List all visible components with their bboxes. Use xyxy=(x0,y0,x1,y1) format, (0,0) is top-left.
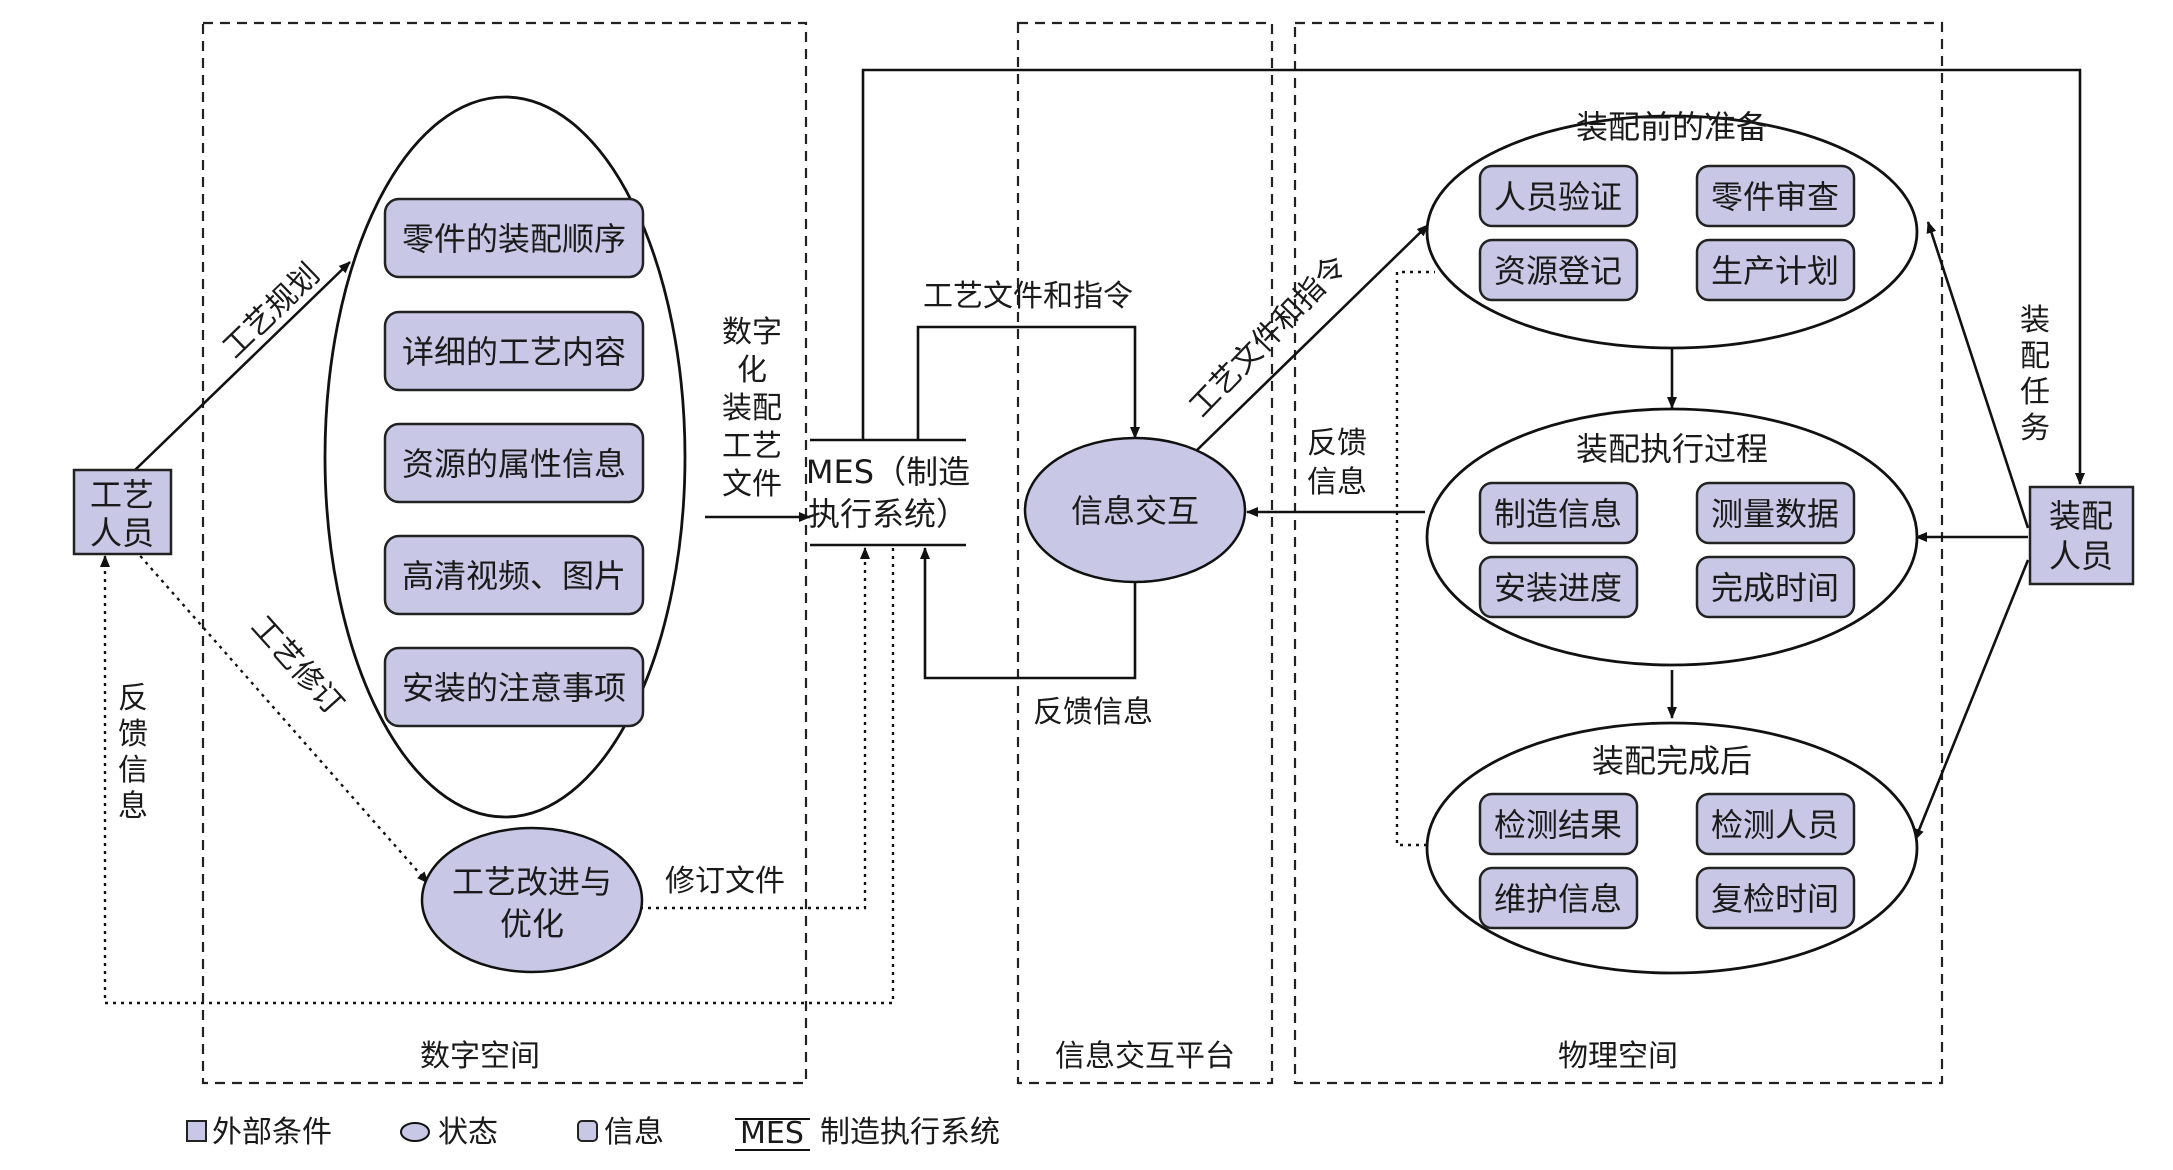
svg-text:馈: 馈 xyxy=(118,717,148,752)
svg-text:数字: 数字 xyxy=(722,315,782,350)
assembly-staff-line-1: 装配 xyxy=(2049,497,2113,535)
digital-space-label: 数字空间 xyxy=(420,1039,540,1074)
process-revision-label: 工艺修订 xyxy=(244,609,350,722)
svg-text:安装进度: 安装进度 xyxy=(1494,569,1622,607)
svg-text:维护信息: 维护信息 xyxy=(1494,880,1622,918)
physical-space-label: 物理空间 xyxy=(1558,1039,1678,1074)
digital-doc-label: 数字 化 装配 工艺 文件 xyxy=(722,315,782,502)
svg-text:安装的注意事项: 安装的注意事项 xyxy=(402,669,626,707)
legend-state-swatch xyxy=(400,1122,430,1142)
legend-info-label: 信息 xyxy=(604,1115,664,1150)
legend-mes-abbr: MES xyxy=(740,1116,804,1151)
feedback-left-label: 反 馈 信 息 xyxy=(118,681,148,824)
staff-to-post-arrow xyxy=(1913,559,2030,841)
legend-external-swatch xyxy=(186,1120,207,1142)
svg-text:配: 配 xyxy=(2020,339,2050,374)
info-interaction-node: 信息交互 xyxy=(1023,436,1247,584)
stage-post-assembly: 装配完成后 检测结果 检测人员 维护信息 复检时间 xyxy=(1425,721,1919,975)
feedback-to-staff-arrow xyxy=(100,548,895,1005)
process-staff-node: 工艺 人员 xyxy=(72,468,173,556)
svg-text:检测人员: 检测人员 xyxy=(1711,806,1839,844)
svg-text:务: 务 xyxy=(2020,411,2050,446)
revision-doc-label: 修订文件 xyxy=(665,864,785,899)
feedback-to-mes-arrow xyxy=(920,547,1137,680)
mes-node: MES（制造 执行系统） xyxy=(806,438,970,547)
svg-text:检测结果: 检测结果 xyxy=(1494,806,1622,844)
legend: 外部条件 状态 信息 MES 制造执行系统 xyxy=(186,1115,1000,1151)
legend-info-swatch xyxy=(577,1120,598,1142)
svg-text:信: 信 xyxy=(118,753,148,788)
digital-item-1: 零件的装配顺序 xyxy=(383,197,645,279)
process-revision-arrow xyxy=(134,549,429,884)
svg-text:零件的装配顺序: 零件的装配顺序 xyxy=(402,220,626,258)
assembly-task-label: 装 配 任 务 xyxy=(2020,303,2050,446)
stage-post-title: 装配完成后 xyxy=(1592,742,1752,780)
svg-text:信息: 信息 xyxy=(1307,465,1367,500)
svg-text:资源的属性信息: 资源的属性信息 xyxy=(402,445,626,483)
svg-text:生产计划: 生产计划 xyxy=(1711,252,1839,290)
feedback-right-label: 反馈 信息 xyxy=(1307,426,1367,500)
doc-cmd-top-label: 工艺文件和指令 xyxy=(923,279,1133,314)
svg-text:反馈: 反馈 xyxy=(1307,426,1367,461)
svg-text:详细的工艺内容: 详细的工艺内容 xyxy=(402,333,626,371)
svg-text:信息交互: 信息交互 xyxy=(1071,492,1199,530)
svg-text:人员验证: 人员验证 xyxy=(1494,178,1622,216)
svg-text:资源登记: 资源登记 xyxy=(1494,252,1622,290)
process-staff-line-1: 工艺 xyxy=(90,476,154,514)
svg-text:化: 化 xyxy=(737,353,767,388)
digital-space-frame xyxy=(201,21,808,1085)
mes-to-staff-line xyxy=(861,68,2085,485)
mes-line-1: MES（制造 xyxy=(806,453,970,491)
svg-text:装配: 装配 xyxy=(722,391,782,426)
process-planning-arrow xyxy=(134,261,351,471)
assembly-staff-node: 装配 人员 xyxy=(2028,485,2135,586)
svg-text:任: 任 xyxy=(2020,375,2050,410)
svg-text:反: 反 xyxy=(118,681,148,716)
svg-text:文件: 文件 xyxy=(722,467,782,502)
platform-frame xyxy=(1016,21,1274,1085)
legend-mes-full: 制造执行系统 xyxy=(820,1115,1000,1150)
feedback-bottom-label: 反馈信息 xyxy=(1033,695,1153,730)
stage-pre-assembly: 装配前的准备 人员验证 零件审查 资源登记 生产计划 xyxy=(1425,108,1919,350)
svg-text:制造信息: 制造信息 xyxy=(1494,495,1622,533)
doc-cmd-diag-arrow xyxy=(1194,224,1429,453)
doc-cmd-diag-label: 工艺文件和指令 xyxy=(1183,249,1354,424)
digital-item-4: 高清视频、图片 xyxy=(383,534,645,616)
legend-state-label: 状态 xyxy=(438,1115,498,1150)
stage-execution: 装配执行过程 制造信息 测量数据 安装进度 完成时间 xyxy=(1425,407,1919,667)
svg-text:工艺改进与: 工艺改进与 xyxy=(452,863,612,901)
digital-item-2: 详细的工艺内容 xyxy=(383,310,645,392)
stage-pre-title: 装配前的准备 xyxy=(1576,108,1768,146)
digital-item-3: 资源的属性信息 xyxy=(383,422,645,504)
legend-external-label: 外部条件 xyxy=(212,1115,332,1150)
physical-space-frame xyxy=(1293,21,1944,1085)
process-improvement-node: 工艺改进与 优化 xyxy=(420,826,644,974)
revision-doc-arrow xyxy=(640,547,870,910)
assembly-staff-line-2: 人员 xyxy=(2049,537,2113,575)
staff-to-pre-arrow xyxy=(1926,221,2030,529)
svg-text:高清视频、图片: 高清视频、图片 xyxy=(402,557,626,595)
mes-line-2: 执行系统） xyxy=(808,495,968,533)
svg-text:工艺: 工艺 xyxy=(722,429,782,464)
doc-cmd-arrow xyxy=(916,325,1140,440)
svg-text:装: 装 xyxy=(2020,303,2050,338)
digital-item-5: 安装的注意事项 xyxy=(383,646,645,728)
svg-text:零件审查: 零件审查 xyxy=(1711,178,1839,216)
svg-text:测量数据: 测量数据 xyxy=(1711,495,1839,533)
process-staff-line-2: 人员 xyxy=(90,514,154,552)
stage-exec-title: 装配执行过程 xyxy=(1576,430,1768,468)
svg-text:息: 息 xyxy=(118,789,148,824)
svg-text:复检时间: 复检时间 xyxy=(1711,880,1839,918)
process-planning-label: 工艺规划 xyxy=(216,257,327,366)
platform-label: 信息交互平台 xyxy=(1055,1039,1235,1074)
svg-text:优化: 优化 xyxy=(500,905,564,943)
svg-text:完成时间: 完成时间 xyxy=(1711,569,1839,607)
